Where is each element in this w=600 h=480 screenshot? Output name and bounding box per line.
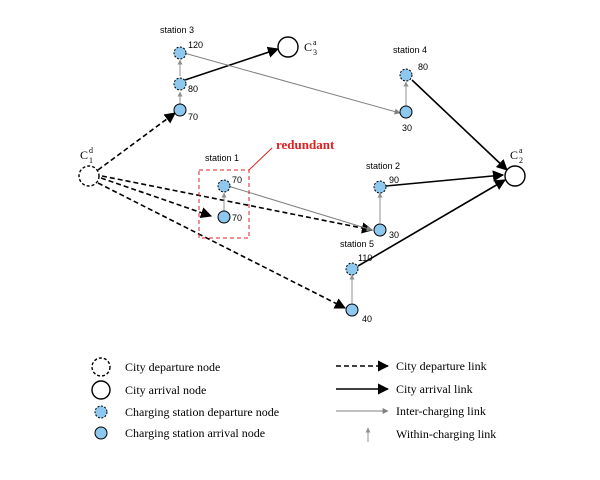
station-5-arrival-node [345,303,359,317]
station-5: station 5 110 40 [340,239,374,324]
station-3-arrival-node [173,103,187,117]
inter-link-station-3-to-station-4 [183,52,401,115]
legend-charging-arrival-node: Charging station arrival node [125,426,265,440]
legend-city-arrival-icon [91,380,111,400]
departure-link-to-station-2 [101,175,374,234]
station-5-arrival-value: 40 [362,314,372,324]
station-5-departure-value: 110 [358,253,372,263]
station-2: station 2 90 30 [366,161,400,240]
arrival-link-station-4-to-c2 [411,79,508,171]
c3-sup: a [313,38,317,47]
station-1-label: station 1 [205,153,239,163]
city-departure-links [97,112,374,309]
station-2-departure-node [373,180,387,194]
station-2-arrival-node [373,223,387,237]
legend-city-departure-icon [91,357,111,377]
departure-link-to-station-3 [97,112,176,171]
redundant-annotation: redundant [198,137,335,239]
city-arrival-node-c3: C a 3 [277,36,317,58]
c1-sub: 1 [89,156,93,165]
legend-city-departure-node: City departure node [125,360,220,374]
c2-sub: 2 [519,156,523,165]
inter-charging-links [183,52,401,232]
station-2-departure-value: 90 [389,175,399,185]
c1-base: C [80,148,88,162]
arrival-link-station-3-to-c3 [184,46,280,81]
station-3-departure-node [173,46,187,60]
c2-sup: a [519,146,523,155]
redundant-label: redundant [276,137,335,152]
station-4-departure-value: 80 [418,62,428,72]
arrival-link-station-2-to-c2 [385,170,505,187]
station-3-label: station 3 [160,25,194,35]
legend-within-charging-link: Within-charging link [396,427,496,441]
legend-city-departure-link: City departure link [396,359,487,373]
c1-sup: d [89,146,93,155]
station-1-arrival-node [217,210,231,224]
c2-base: C [510,148,518,162]
arrival-link-station-5-to-c2 [357,179,506,267]
station-1-arrival-value: 70 [232,213,242,223]
station-1-departure-node [217,179,231,193]
legend-charging-departure-node: Charging station departure node [125,405,279,419]
legend-charging-departure-icon [94,405,108,419]
legend-city-arrival-node: City arrival node [125,383,206,397]
inter-link-station-1-to-station-2 [227,185,373,232]
city-arrival-links [184,46,508,267]
redundant-box [198,169,250,239]
legend-charging-arrival-icon [94,426,108,440]
station-1: station 1 70 70 [205,153,242,224]
station-5-departure-node [345,262,359,276]
city-arrival-node-c2: C a 2 [504,146,526,187]
station-2-arrival-value: 30 [389,230,399,240]
station-4-label: station 4 [393,45,427,55]
city-departure-circle [78,165,100,187]
legend-city-arrival-link: City arrival link [396,382,473,396]
station-3-departure-value: 120 [188,40,203,50]
within-charging-links [177,59,409,303]
station-4-arrival-node [399,105,413,119]
station-4-departure-node [399,68,413,82]
station-2-label: station 2 [366,161,400,171]
city-arrival-circle-c3 [277,36,299,58]
station-3-arrival-value: 70 [188,112,198,122]
departure-link-to-station-5 [97,182,346,309]
c3-base: C [304,40,312,54]
redundant-pointer [248,147,273,171]
station-3-middle-value: 80 [188,84,198,94]
station-1-departure-value: 70 [232,175,242,185]
city-departure-node-c1: C d 1 [78,146,100,187]
station-4-arrival-value: 30 [402,123,412,133]
legend: City departure node City arrival node Ch… [91,357,496,442]
station-3: station 3 120 80 70 [160,25,203,122]
departure-link-to-station-1 [100,177,213,219]
legend-inter-charging-link: Inter-charging link [396,404,486,418]
city-arrival-circle-c2 [504,165,526,187]
c3-sub: 3 [313,48,317,57]
station-3-middle-node [173,77,187,91]
station-4: station 4 80 30 [393,45,428,133]
station-5-label: station 5 [340,239,374,249]
